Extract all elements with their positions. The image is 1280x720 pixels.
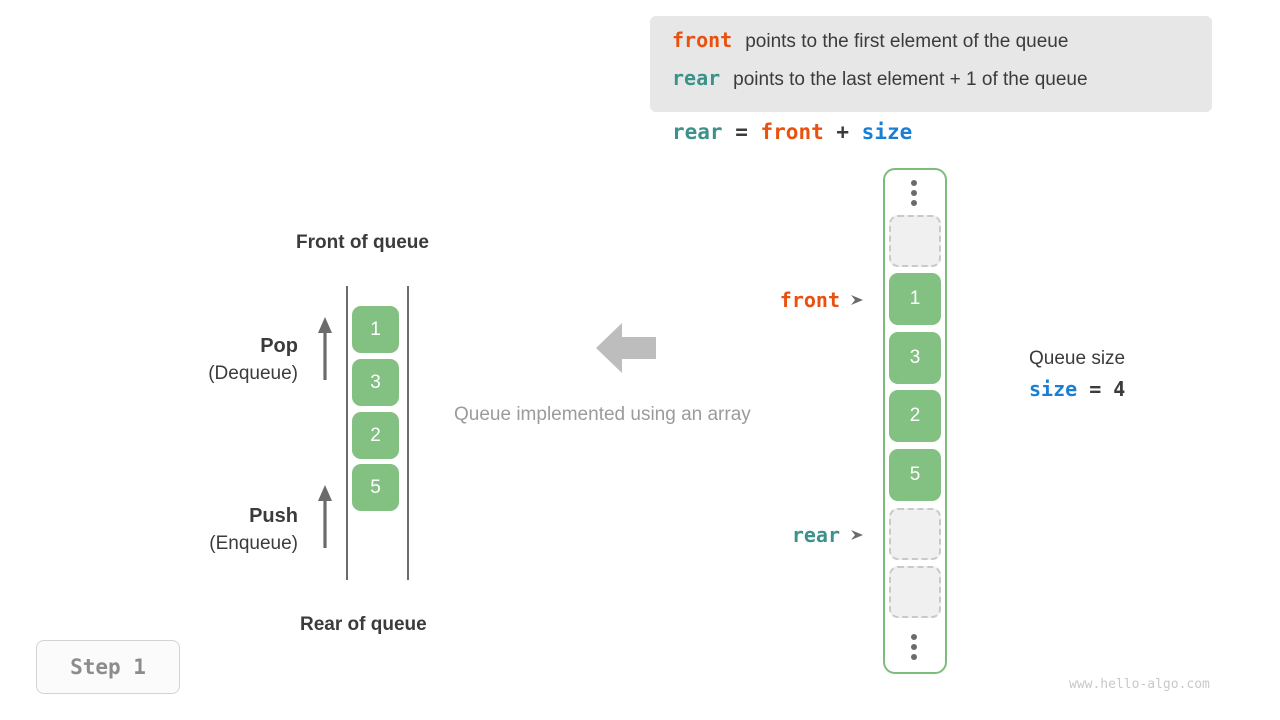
pop-label-main: Pop: [260, 335, 298, 357]
array-slot-empty: [889, 566, 941, 618]
legend-description-front: points to the first element of the queue: [745, 31, 1069, 52]
formula-front-term: front: [760, 120, 824, 144]
queue-rail-right: [407, 286, 409, 580]
queue-size-expression: size = 4: [1029, 374, 1125, 404]
push-label-sub: (Enqueue): [209, 533, 298, 554]
pop-label-sub: (Dequeue): [208, 363, 298, 384]
legend-keyword-rear: rear: [672, 66, 721, 90]
ellipsis-top-icon: [909, 180, 919, 206]
rear-of-queue-label: Rear of queue: [300, 614, 427, 635]
step-badge: Step 1: [36, 640, 180, 694]
pop-arrow-icon: [318, 317, 332, 380]
formula-rear-equals-front-plus-size: rear = front + size: [672, 120, 912, 144]
queue-size-label: Queue size: [1029, 348, 1126, 369]
legend-description-rear: points to the last element + 1 of the qu…: [733, 69, 1088, 90]
array-slot-empty: [889, 508, 941, 560]
front-pointer-label: front: [779, 288, 840, 312]
formula-size-term: size: [861, 120, 913, 144]
legend-line-front: front points to the first element of the…: [672, 28, 1190, 66]
array-slot-filled: 3: [889, 332, 941, 384]
array-slot-filled: 2: [889, 390, 941, 442]
rear-pointer-label: rear: [791, 523, 840, 547]
legend-box: front points to the first element of the…: [650, 16, 1212, 112]
front-pointer: front: [700, 288, 866, 312]
rear-pointer: rear: [700, 523, 866, 547]
queue-cell: 1: [352, 306, 399, 353]
size-value: = 4: [1077, 377, 1126, 401]
push-label-main: Push: [249, 505, 298, 527]
legend-keyword-front: front: [672, 28, 733, 52]
center-caption: Queue implemented using an array: [454, 404, 751, 425]
pop-label: Pop (Dequeue): [120, 333, 298, 387]
front-of-queue-label: Front of queue: [296, 232, 429, 253]
push-arrow-icon: [318, 485, 332, 548]
formula-plus: +: [823, 120, 862, 144]
size-variable: size: [1029, 377, 1078, 401]
formula-rear-term: rear: [672, 120, 723, 144]
legend-line-rear: rear points to the last element + 1 of t…: [672, 66, 1190, 104]
left-arrow-icon: [596, 323, 656, 373]
array-slot-empty: [889, 215, 941, 267]
queue-rail-left: [346, 286, 348, 580]
queue-cell: 3: [352, 359, 399, 406]
pointer-arrowhead-icon: [851, 295, 863, 305]
array-slot-filled: 1: [889, 273, 941, 325]
queue-cell: 5: [352, 464, 399, 511]
push-label: Push (Enqueue): [120, 503, 298, 557]
queue-cell: 2: [352, 412, 399, 459]
ellipsis-bottom-icon: [909, 634, 919, 660]
watermark: www.hello-algo.com: [1069, 677, 1210, 692]
array-slot-filled: 5: [889, 449, 941, 501]
queue-size-annotation: Queue size size = 4: [1029, 344, 1125, 404]
formula-equals: =: [722, 120, 761, 144]
pointer-arrowhead-icon: [851, 530, 863, 540]
